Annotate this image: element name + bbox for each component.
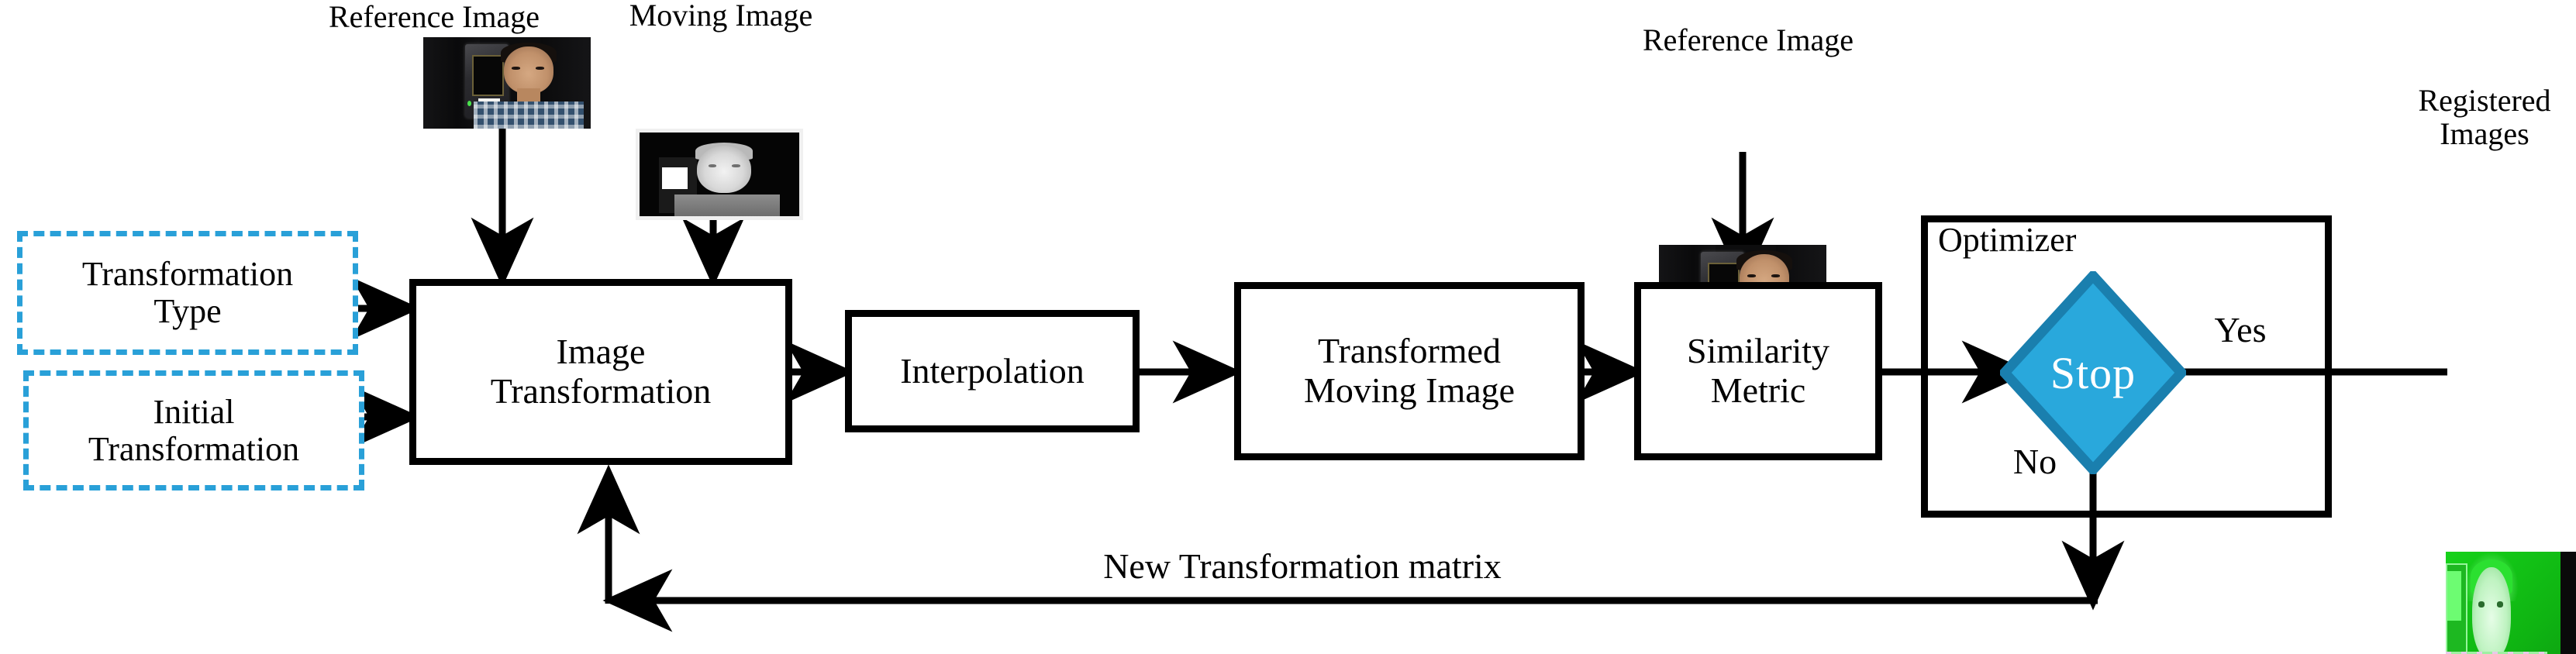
moving-image-caption: Moving Image [629, 0, 813, 33]
transformation-type-line2: Type [153, 292, 222, 330]
registered-device-screen [2447, 570, 2462, 621]
similarity-metric-line1: Similarity [1687, 331, 1829, 371]
reference-scene [423, 37, 591, 129]
optimizer-label: Optimizer [1938, 221, 2077, 259]
registered-right-dark [2560, 552, 2576, 654]
initial-transformation-line2: Transformation [88, 429, 300, 468]
interpolation-label: Interpolation [900, 350, 1085, 391]
transformed-moving-image-line2: Moving Image [1303, 370, 1516, 410]
thermal-face [697, 146, 752, 193]
thermal-scene [640, 133, 799, 216]
registered-eye-right [2496, 601, 2503, 608]
no-branch-label: No [2012, 442, 2057, 481]
subject-shirt [473, 101, 585, 129]
registered-face [2471, 566, 2511, 654]
registered-images-line1: Registered [2418, 83, 2551, 118]
image-transformation-box[interactable]: Image Transformation [409, 279, 792, 465]
device-led [467, 101, 471, 106]
transformation-type-line1: Transformation [81, 255, 294, 294]
image-transformation-line1: Image [556, 332, 646, 372]
initial-transformation-line1: Initial [153, 392, 235, 431]
transformation-type-box[interactable]: Transformation Type [17, 231, 358, 355]
moving-image-thumbnail [636, 129, 803, 220]
subject-eye-left [512, 66, 521, 70]
image-transformation-line2: Transformation [490, 371, 712, 411]
feedback-loop-label: New Transformation matrix [1103, 546, 1502, 586]
registered-images-line2: Images [2440, 116, 2529, 152]
transformed-moving-image-box[interactable]: Transformed Moving Image [1234, 282, 1585, 460]
reference-image-caption-2: Reference Image [1642, 22, 1854, 57]
subject-eye-right-2 [1771, 274, 1780, 277]
registered-scene [2446, 552, 2576, 654]
thermal-eye-left [708, 164, 716, 167]
thermal-body [674, 194, 781, 216]
subject-eye-left-2 [1747, 274, 1757, 277]
initial-transformation-box[interactable]: Initial Transformation [23, 370, 364, 490]
transformed-moving-image-line1: Transformed [1318, 331, 1501, 371]
device-screen [471, 54, 505, 96]
optimizer-box[interactable] [1921, 215, 2332, 518]
registered-image-thumbnail [2446, 552, 2576, 654]
similarity-metric-box[interactable]: Similarity Metric [1634, 282, 1882, 460]
subject-face [503, 46, 554, 95]
subject-eye-right [535, 66, 544, 70]
registered-shirt [2446, 651, 2548, 654]
registered-images-caption: Registered Images [2395, 84, 2574, 150]
thermal-white-patch [661, 167, 688, 190]
registered-eye-left [2478, 601, 2485, 608]
subject-neck [516, 88, 541, 102]
thermal-eye-right [732, 164, 740, 167]
interpolation-box[interactable]: Interpolation [845, 310, 1140, 432]
reference-image-caption: Reference Image [328, 0, 540, 34]
similarity-metric-line2: Metric [1710, 370, 1806, 410]
yes-branch-label: Yes [2214, 310, 2267, 349]
reference-image-thumbnail [423, 37, 591, 129]
